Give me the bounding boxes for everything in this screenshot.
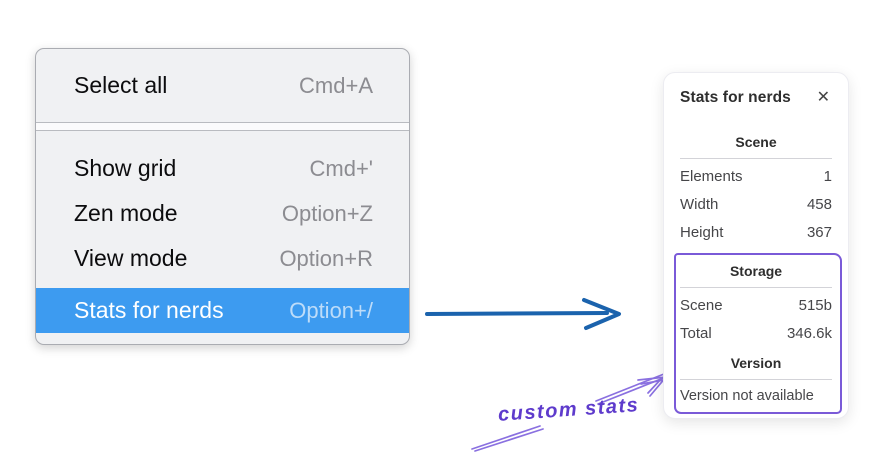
menu-item-label: View mode [74, 245, 188, 271]
stat-value: 1 [823, 168, 832, 185]
menu-item-view-mode[interactable]: View mode Option+R [36, 236, 409, 281]
stat-label: Height [680, 224, 724, 241]
section-heading: Version [730, 355, 782, 371]
stat-value: 458 [806, 196, 832, 213]
stat-label: Total [680, 325, 712, 342]
stats-panel: Stats for nerds ✕ Scene Elements 1 Width… [663, 72, 849, 419]
stat-row: Width 458 [680, 191, 832, 219]
close-icon[interactable]: ✕ [816, 89, 830, 106]
flow-arrow-icon [425, 298, 621, 330]
section-divider [680, 379, 832, 380]
stat-value: 515b [798, 297, 832, 314]
menu-item-shortcut: Option+/ [289, 297, 373, 323]
stat-label: Scene [680, 297, 723, 314]
context-menu: Select all Cmd+A Show grid Cmd+' Zen mod… [35, 48, 410, 345]
stats-panel-header: Stats for nerds ✕ [680, 89, 832, 107]
section-divider [680, 287, 832, 288]
stat-row: Elements 1 [680, 163, 832, 191]
section-heading: Storage [729, 263, 783, 279]
stats-section-storage: Storage Scene 515b Total 346.6k [680, 263, 832, 348]
stat-row: Total 346.6k [680, 320, 832, 348]
menu-item-shortcut: Option+Z [281, 200, 373, 226]
menu-separator [36, 122, 409, 131]
stat-value: 367 [806, 224, 832, 241]
menu-item-select-all[interactable]: Select all Cmd+A [36, 49, 409, 122]
menu-item-label: Show grid [74, 155, 177, 181]
menu-item-shortcut: Option+R [279, 245, 373, 271]
stat-label: Width [680, 196, 719, 213]
section-divider [680, 158, 832, 159]
stats-section-scene: Scene Elements 1 Width 458 Height 367 [680, 134, 832, 247]
menu-spacer [36, 281, 409, 288]
menu-item-stats-for-nerds[interactable]: Stats for nerds Option+/ [36, 288, 409, 333]
stats-panel-title: Stats for nerds [680, 89, 791, 106]
stat-row: Height 367 [680, 219, 832, 247]
menu-item-label: Zen mode [74, 200, 178, 226]
menu-item-shortcut: Cmd+A [299, 72, 373, 98]
version-note: Version not available [680, 388, 814, 404]
stat-value: 346.6k [786, 325, 832, 342]
menu-item-label: Select all [74, 72, 168, 98]
stat-row: Scene 515b [680, 292, 832, 320]
menu-item-shortcut: Cmd+' [309, 155, 374, 181]
menu-item-zen-mode[interactable]: Zen mode Option+Z [36, 191, 409, 236]
menu-item-show-grid[interactable]: Show grid Cmd+' [36, 146, 409, 191]
section-heading: Scene [735, 134, 777, 150]
menu-item-label: Stats for nerds [74, 297, 224, 323]
stats-section-version: Version Version not available [680, 355, 832, 408]
stat-label: Elements [680, 168, 743, 185]
custom-stats-label: custom stats [497, 394, 640, 426]
menu-spacer [36, 131, 409, 146]
